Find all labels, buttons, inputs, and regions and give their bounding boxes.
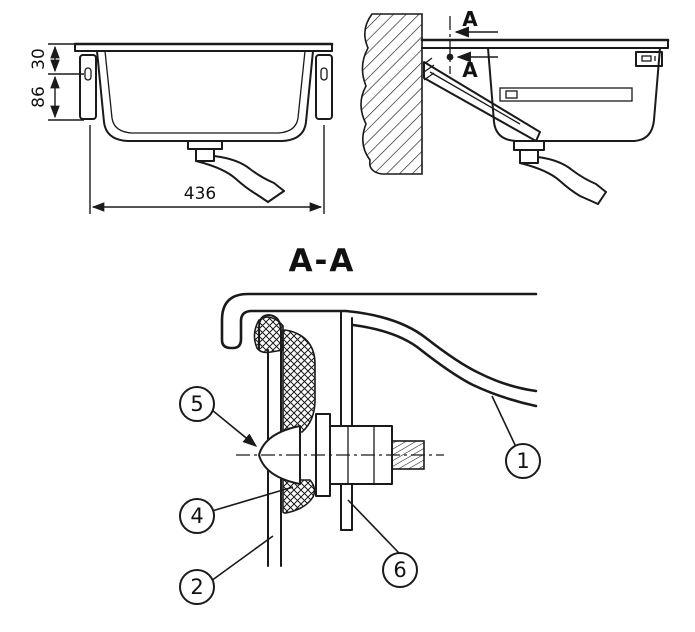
dim-436-label: 436	[184, 184, 216, 204]
gasket-hatched	[253, 316, 316, 514]
clamp-plate	[340, 311, 353, 531]
dim-86-label: 86	[29, 86, 49, 108]
drain-trap-side	[513, 140, 607, 205]
counter-bottom-line	[421, 39, 669, 49]
section-cut-dot	[446, 53, 454, 61]
callout-5-label: 5	[190, 392, 203, 416]
overflow-detail	[505, 90, 518, 99]
right-mounting-bracket	[315, 54, 333, 120]
callout-6-label: 6	[393, 558, 406, 582]
cut-label-top: A	[462, 7, 478, 31]
sink-rim-bottom-line	[74, 43, 333, 52]
section-view: 5 4 2 6 1	[179, 292, 541, 605]
callout-2: 2	[179, 535, 274, 605]
callout-4: 4	[179, 486, 294, 534]
cut-label-bottom: A	[462, 58, 478, 82]
dim-30-label: 30	[29, 48, 49, 70]
overflow-slot	[499, 87, 633, 102]
side-view: A A	[360, 7, 670, 205]
callout-1: 1	[491, 395, 541, 479]
dimension-width: 436	[89, 125, 325, 214]
left-mounting-bracket	[79, 54, 97, 120]
rim-band-outline	[220, 292, 538, 393]
edge-clip	[635, 51, 663, 67]
bowl-outer-wall	[96, 50, 314, 142]
drain-trap-front	[187, 140, 285, 203]
bowl-side-outline	[487, 47, 661, 142]
support-bracket	[423, 57, 541, 142]
callout-5: 5	[179, 386, 258, 447]
wall-hatched	[360, 13, 423, 175]
dimension-heights: 30 86	[29, 43, 84, 121]
front-view: 436 30 86	[29, 42, 334, 214]
callout-2-label: 2	[190, 575, 203, 599]
bowl-inner-wall	[104, 50, 306, 134]
section-title: A-A	[289, 243, 356, 279]
callout-1-label: 1	[516, 449, 529, 473]
bowl-wall-lower-line	[351, 323, 538, 408]
callout-4-label: 4	[190, 504, 203, 528]
callout-6: 6	[347, 499, 418, 588]
section-cut-indicator: A A	[446, 7, 498, 82]
